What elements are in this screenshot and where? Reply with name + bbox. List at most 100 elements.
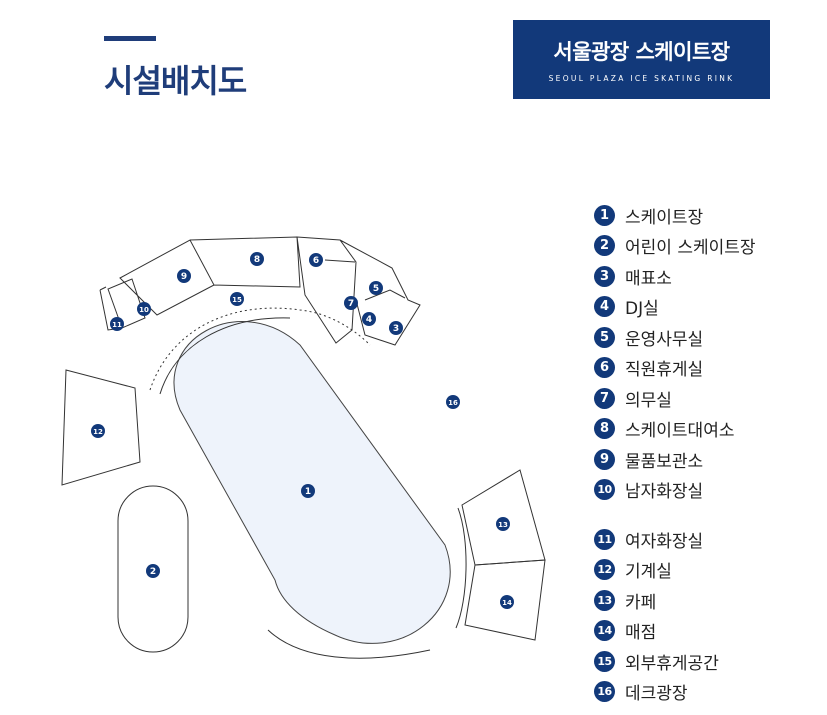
- legend-number: 15: [594, 650, 615, 672]
- map-marker-circle: [91, 424, 105, 438]
- legend-label: 카페: [625, 592, 657, 613]
- legend-item: 5 운영사무실: [594, 322, 756, 353]
- map-marker-circle: [250, 252, 264, 266]
- legend-item: 12 기계실: [594, 555, 756, 586]
- page-title: 시설배치도: [104, 62, 247, 100]
- map-marker-circle: [369, 281, 383, 295]
- machine-room-shape: [61, 369, 141, 486]
- logo-sub-text: SEOUL PLAZA ICE SKATING RINK: [548, 74, 735, 83]
- legend-label: 물품보관소: [625, 451, 704, 472]
- legend-number: 3: [594, 265, 615, 287]
- shop-shape: [464, 559, 546, 641]
- dotted-path: [149, 307, 371, 391]
- legend-number: 14: [594, 620, 615, 642]
- map-marker-label: 10: [139, 306, 149, 314]
- map-marker-circle: [177, 269, 191, 283]
- legend-number: 10: [594, 479, 615, 501]
- map-marker-circle: [146, 564, 160, 578]
- map-marker-circle: [446, 395, 460, 409]
- map-marker-label: 15: [232, 296, 242, 304]
- cafe-inner-curve: [455, 507, 467, 629]
- legend-item: 8 스케이트대여소: [594, 414, 756, 445]
- map-marker-15: 15: [230, 292, 244, 306]
- map-marker-6: 6: [309, 253, 323, 267]
- rink-outer-curve: [267, 629, 431, 659]
- map-marker-circle: [230, 292, 244, 306]
- legend-number: 8: [594, 418, 615, 440]
- legend-item: 6 직원휴게실: [594, 353, 756, 384]
- map-marker-label: 3: [393, 324, 399, 334]
- map-marker-label: 11: [112, 321, 122, 329]
- legend-label: 매표소: [625, 268, 672, 289]
- legend-label: 매점: [625, 623, 657, 644]
- map-marker-circle: [344, 296, 358, 310]
- legend-number: 6: [594, 357, 615, 379]
- legend-item: 15 외부휴게공간: [594, 646, 756, 677]
- legend-label: 남자화장실: [625, 482, 704, 503]
- map-marker-3: 3: [389, 321, 403, 335]
- legend-number: 1: [594, 204, 615, 226]
- map-marker-label: 14: [502, 599, 512, 607]
- legend-label: 운영사무실: [625, 329, 704, 350]
- map-marker-14: 14: [500, 595, 514, 609]
- map-marker-7: 7: [344, 296, 358, 310]
- map-marker-circle: [496, 517, 510, 531]
- legend-item: 9 물품보관소: [594, 444, 756, 475]
- map-marker-label: 8: [254, 255, 260, 265]
- map-marker-12: 12: [91, 424, 105, 438]
- map-marker-circle: [137, 302, 151, 316]
- legend-item: 7 의무실: [594, 383, 756, 414]
- map-marker-label: 6: [313, 256, 319, 266]
- legend-label: 직원휴게실: [625, 360, 704, 381]
- map-marker-circle: [301, 484, 315, 498]
- rink-logo: 서울광장 스케이트장 SEOUL PLAZA ICE SKATING RINK: [513, 20, 770, 99]
- legend-label: 스케이트대여소: [625, 421, 735, 442]
- legend-item: 3 매표소: [594, 261, 756, 292]
- legend-item: 2 어린이 스케이트장: [594, 231, 756, 262]
- map-marker-label: 16: [448, 399, 458, 407]
- map-marker-8: 8: [250, 252, 264, 266]
- legend-number: 2: [594, 235, 615, 257]
- inner-arc: [159, 317, 291, 395]
- legend-number: 5: [594, 326, 615, 348]
- legend-item: 10 남자화장실: [594, 475, 756, 506]
- legend-number: 12: [594, 559, 615, 581]
- map-marker-10: 10: [137, 302, 151, 316]
- map-marker-label: 7: [348, 299, 354, 309]
- map-marker-label: 13: [498, 521, 508, 529]
- legend-number: 11: [594, 528, 615, 550]
- map-marker-circle: [389, 321, 403, 335]
- map-marker-label: 1: [305, 487, 311, 497]
- map-marker-5: 5: [369, 281, 383, 295]
- map-marker-11: 11: [110, 317, 124, 331]
- map-marker-circle: [500, 595, 514, 609]
- map-marker-circle: [309, 253, 323, 267]
- map-marker-circle: [362, 312, 376, 326]
- legend-label: 의무실: [625, 390, 672, 411]
- map-marker-4: 4: [362, 312, 376, 326]
- map-marker-1: 1: [301, 484, 315, 498]
- map-marker-circle: [110, 317, 124, 331]
- legend-item: 14 매점: [594, 616, 756, 647]
- legend-number: 7: [594, 387, 615, 409]
- map-marker-label: 12: [93, 428, 103, 436]
- main-rink-shape: [173, 321, 451, 644]
- legend-item: 13 카페: [594, 585, 756, 616]
- legend-number: 13: [594, 589, 615, 611]
- legend-label: 데크광장: [625, 684, 688, 705]
- legend-label: 어린이 스케이트장: [625, 238, 756, 259]
- title-accent-bar: [104, 36, 156, 41]
- legend-label: 기계실: [625, 562, 672, 583]
- legend-label: 외부휴게공간: [625, 653, 719, 674]
- logo-main-text: 서울광장 스케이트장: [553, 40, 730, 64]
- map-marker-13: 13: [496, 517, 510, 531]
- legend-label: DJ실: [625, 299, 659, 320]
- legend-number: 9: [594, 448, 615, 470]
